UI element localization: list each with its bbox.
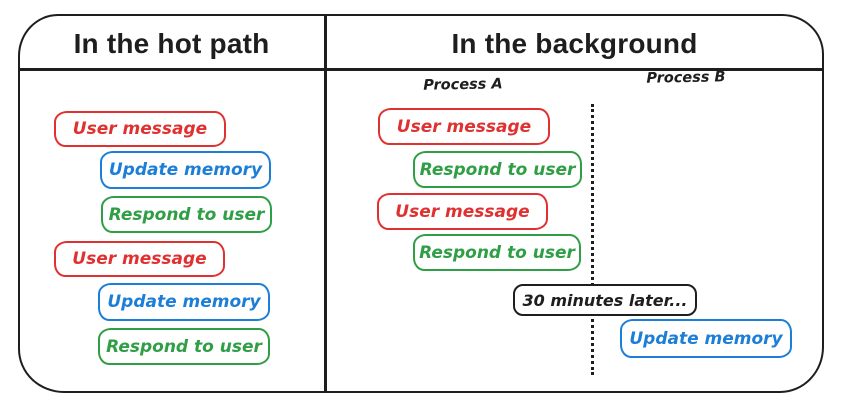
hot-path-box-respond-to-user-2: Respond to user — [98, 328, 270, 365]
background-box-respond-to-user-2: Respond to user — [413, 234, 581, 271]
hot-path-box-user-message-1: User message — [54, 111, 226, 147]
hot-path-box-update-memory-1: Update memory — [100, 151, 271, 189]
hot-path-box-user-message-2: User message — [54, 241, 225, 277]
hot-path-box-update-memory-2: Update memory — [98, 283, 270, 321]
header-divider-line — [19, 68, 823, 71]
thirty-minutes-later-note: 30 minutes later... — [513, 284, 697, 316]
background-box-respond-to-user-1: Respond to user — [413, 151, 582, 188]
background-box-user-message-1: User message — [378, 108, 550, 145]
process-a-label: Process A — [423, 76, 503, 94]
panel-divider-line — [324, 15, 327, 392]
outer-frame — [18, 14, 824, 393]
hot-path-box-respond-to-user-1: Respond to user — [101, 196, 272, 233]
background-box-update-memory: Update memory — [620, 319, 792, 358]
hot-path-panel-title: In the hot path — [73, 28, 270, 59]
background-panel-title: In the background — [451, 28, 698, 59]
background-box-user-message-2: User message — [377, 193, 548, 230]
process-b-label: Process B — [646, 69, 726, 87]
process-separator-dotted-line — [591, 104, 594, 375]
